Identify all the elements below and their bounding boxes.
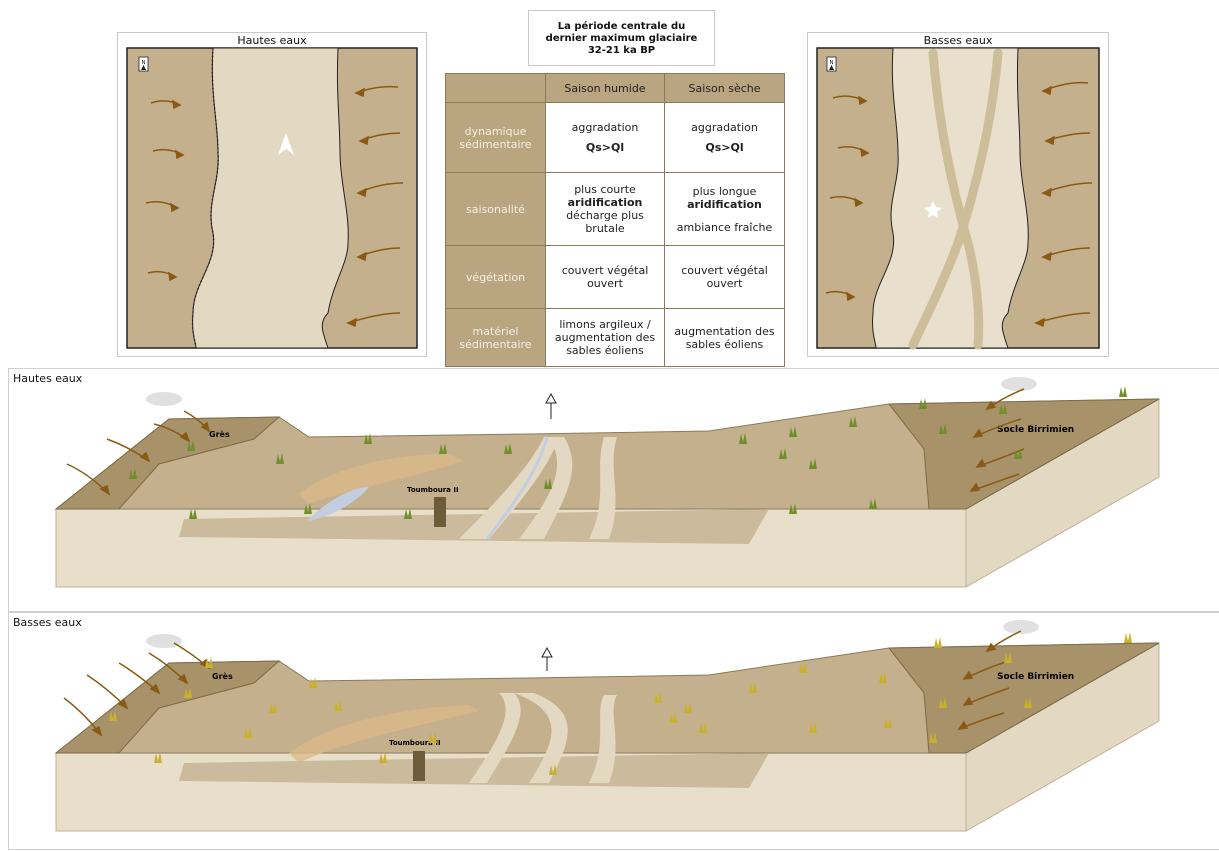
cell-text: ambiance fraîche [668, 221, 781, 234]
cell-saisonalite-seche: plus longue aridification ambiance fraîc… [665, 173, 785, 246]
table-row: dynamique sédimentaire aggradation Qs>Ql… [446, 103, 785, 173]
table-header-humide: Saison humide [546, 74, 665, 103]
cell-materiel-humide: limons argileux / augmentation des sable… [546, 309, 665, 367]
period-title-box: La période centrale du dernier maximum g… [528, 10, 715, 66]
dust-cloud-icon [1003, 620, 1039, 634]
cell-text: aggradation [549, 121, 661, 134]
cell-text: plus courte [549, 183, 661, 196]
cell-vegetation-seche: couvert végétal ouvert [665, 246, 785, 309]
dust-cloud-icon [1001, 377, 1037, 391]
cell-saisonalite-humide: plus courte aridification décharge plus … [546, 173, 665, 246]
block-basses-eaux-drawing: Toumboura II Grès Socle Birrimien [9, 613, 1219, 849]
row-label-materiel: matériel sédimentaire [446, 309, 546, 367]
dust-cloud-icon [146, 634, 182, 648]
cell-text: décharge plus brutale [549, 209, 661, 235]
north-arrow-icon [546, 394, 556, 403]
map-basses-eaux-drawing: N [808, 33, 1108, 356]
block-diagram-hautes-eaux: Hautes eaux Toumboura II Grès Socle Birr… [8, 368, 1219, 612]
block-diagram-basses-eaux: Basses eaux Toumboura II Grès Socle Birr… [8, 612, 1219, 850]
cell-bold-text: aridification [549, 196, 661, 209]
rock-socle-label-top: Socle Birrimien [997, 425, 1074, 435]
cell-dynamique-humide: aggradation Qs>Ql [546, 103, 665, 173]
block-hautes-eaux-drawing: Toumboura II Grès Socle Birrimien [9, 369, 1219, 611]
dust-cloud-icon [146, 392, 182, 406]
cell-dynamique-seche: aggradation Qs>Ql [665, 103, 785, 173]
site-toumboura-label-top: Toumboura II [407, 486, 459, 494]
table-header-empty [446, 74, 546, 103]
period-title-line1: La période centrale du [529, 21, 714, 33]
season-comparison-table: Saison humide Saison sèche dynamique séd… [445, 73, 785, 367]
table-row: végétation couvert végétal ouvert couver… [446, 246, 785, 309]
table-header-row: Saison humide Saison sèche [446, 74, 785, 103]
north-arrow-icon [542, 648, 552, 657]
period-title-line3: 32-21 ka BP [529, 45, 714, 57]
map-hautes-eaux: Hautes eaux N [117, 32, 427, 357]
cell-materiel-seche: augmentation des sables éoliens [665, 309, 785, 367]
rock-gres-label-bottom: Grès [212, 671, 233, 681]
map-basses-eaux-north-label: N [830, 60, 834, 66]
rock-socle-label-bottom: Socle Birrimien [997, 672, 1074, 682]
table-row: saisonalité plus courte aridification dé… [446, 173, 785, 246]
row-label-vegetation: végétation [446, 246, 546, 309]
cell-bold-text: aridification [668, 198, 781, 211]
row-label-dynamique: dynamique sédimentaire [446, 103, 546, 173]
cell-bold-text: Qs>Ql [668, 141, 781, 154]
cell-text: plus longue [668, 185, 781, 198]
table-header-seche: Saison sèche [665, 74, 785, 103]
row-label-saisonalite: saisonalité [446, 173, 546, 246]
map-hautes-eaux-north-label: N [142, 60, 146, 66]
period-title-line2: dernier maximum glaciaire [529, 33, 714, 45]
cell-text: aggradation [668, 121, 781, 134]
map-basses-eaux: Basses eaux N [807, 32, 1109, 357]
table-row: matériel sédimentaire limons argileux / … [446, 309, 785, 367]
rock-gres-label-top: Grès [209, 429, 230, 439]
cell-vegetation-humide: couvert végétal ouvert [546, 246, 665, 309]
cell-bold-text: Qs>Ql [549, 141, 661, 154]
map-hautes-eaux-drawing: N [118, 33, 426, 356]
